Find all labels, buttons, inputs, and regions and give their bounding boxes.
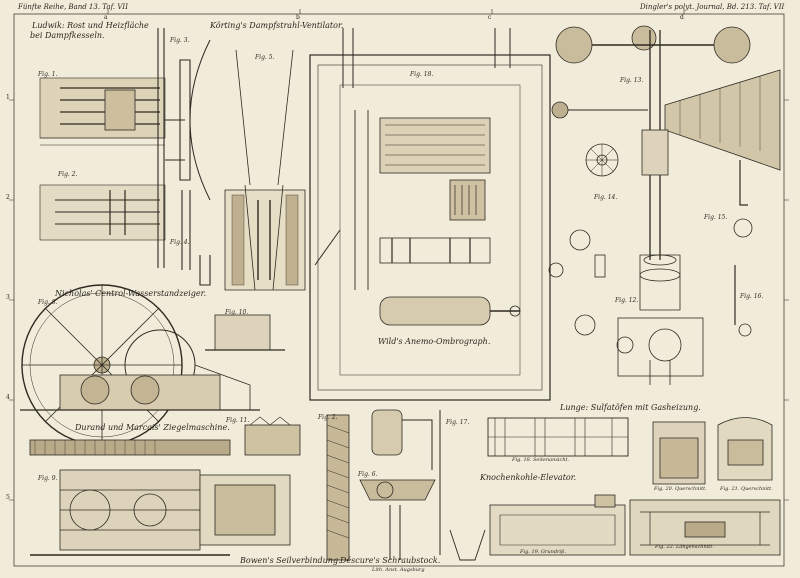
- coupling-vise-drawing: [326, 409, 486, 561]
- margin-ticks: [9, 9, 789, 501]
- title-wild: Wild's Anemo-Ombrograph.: [378, 337, 491, 346]
- title-ludwik: Ludwik: Rost und Heizfläche: [32, 21, 149, 30]
- figure-label-11: Fig. 11.: [226, 417, 250, 424]
- margin-letter-a: a: [104, 14, 108, 21]
- margin-number-1: 1: [6, 94, 10, 101]
- figure-label-8: Fig. 8.: [38, 299, 58, 306]
- figure-label-3: Fig. 3.: [170, 37, 190, 44]
- margin-letter-c: c: [488, 14, 492, 21]
- margin-number-3: 3: [6, 294, 10, 301]
- figure-label-4: Fig. 4.: [170, 239, 190, 246]
- ventilator-drawing: [189, 39, 306, 291]
- title-durand: Durand und Marcais' Ziegelmaschine.: [75, 423, 230, 432]
- figure-label-22: Fig. 22. Längenschnitt.: [655, 544, 714, 550]
- figure-label-15: Fig. 15.: [704, 214, 728, 221]
- figure-label-9: Fig. 9.: [38, 475, 58, 482]
- plan-drawing: [29, 439, 291, 556]
- figure-label-5: Fig. 5.: [255, 54, 275, 61]
- header-right: Dingler's polyt. Journal, Bd. 213. Taf. …: [640, 3, 785, 11]
- figure-label-10: Fig. 10.: [225, 309, 249, 316]
- figure-label-13: Fig. 13.: [620, 77, 644, 84]
- title-bowen: Bowen's Seilverbindung.: [240, 556, 341, 565]
- margin-number-2: 2: [6, 194, 10, 201]
- lithographer-imprint: Lith. Anst. Augsburg: [372, 567, 425, 573]
- furnace-drawing: [487, 417, 781, 556]
- title-nicholas: Nicholas' Centrol-Wasserstandzeiger.: [55, 289, 207, 298]
- figure-label-19: Fig. 19. Grundriß.: [520, 549, 566, 555]
- margin-number-4: 4: [6, 394, 10, 401]
- margin-number-5: 5: [6, 494, 10, 501]
- figure-label-1: Fig. 1.: [38, 71, 58, 78]
- title-knochen: Knochenkohle-Elevator.: [480, 473, 577, 482]
- figure-label-16: Fig. 16.: [740, 293, 764, 300]
- plate-border: [13, 13, 785, 567]
- title-lunge: Lunge: Sulfatöfen mit Gasheizung.: [560, 403, 701, 412]
- margin-letter-d: d: [680, 14, 684, 21]
- water-gauge-drawing: [157, 28, 211, 286]
- figure-label-18-side: Fig. 18. Seitenansicht.: [512, 457, 570, 463]
- boiler-drawing: [39, 77, 166, 241]
- figure-label-12: Fig. 12.: [615, 297, 639, 304]
- figure-label-2-bottom: Fig. 2.: [318, 414, 338, 421]
- title-koerting: Körting's Dampfstrahl-Ventilator.: [210, 21, 344, 30]
- title-descure: Déscure's Schraubstock.: [340, 556, 441, 565]
- margin-letter-b: b: [296, 14, 300, 21]
- machine-parts-drawing: [205, 314, 301, 456]
- title-ludwik-line2: bei Dampfkesseln.: [30, 31, 105, 40]
- figure-label-17: Fig. 17.: [446, 419, 470, 426]
- figure-label-18-top: Fig. 18.: [410, 71, 434, 78]
- figure-label-6: Fig. 6.: [358, 471, 378, 478]
- gear-parts-drawing: [548, 143, 753, 354]
- figure-label-2: Fig. 2.: [58, 171, 78, 178]
- header-left: Fünfte Reihe, Band 13. Taf. VII: [18, 3, 128, 11]
- brick-machine-drawing: [20, 284, 260, 446]
- anemo-ombrograph-drawing: [309, 28, 551, 401]
- figure-label-21: Fig. 21. Querschnitt.: [720, 486, 773, 492]
- figure-label-14: Fig. 14.: [594, 194, 618, 201]
- figure-label-20: Fig. 20. Querschnitt.: [654, 486, 707, 492]
- anemometer-drawing: [551, 25, 781, 385]
